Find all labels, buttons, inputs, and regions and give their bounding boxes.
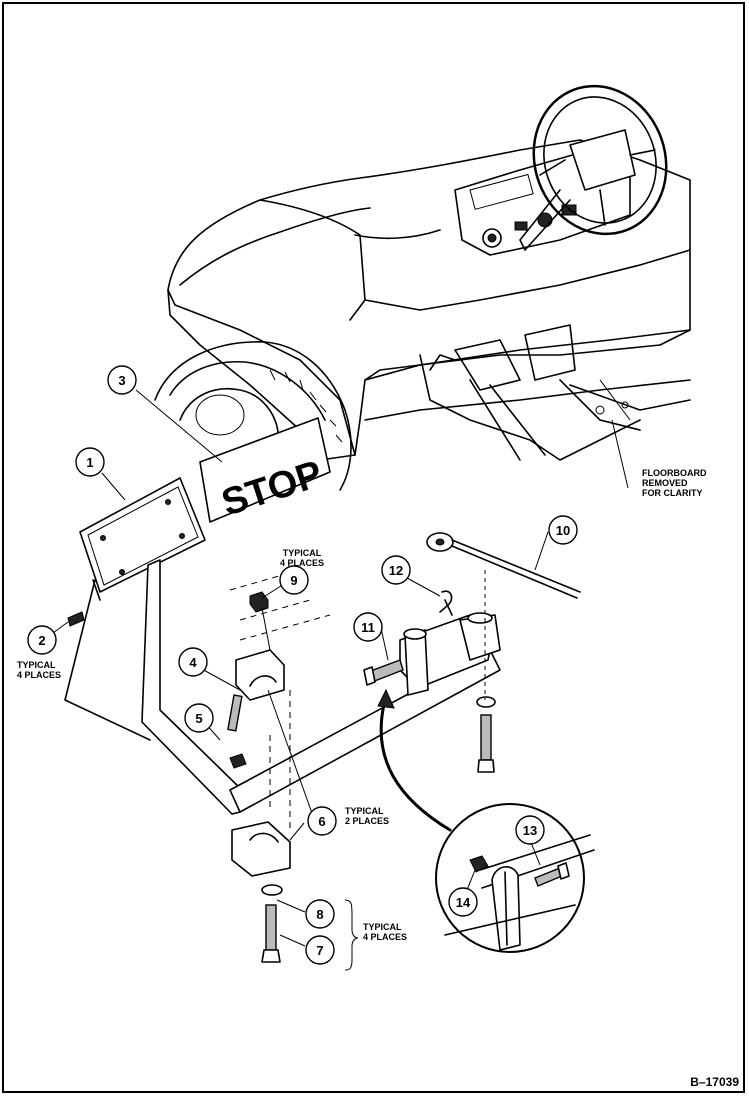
svg-text:9: 9 <box>290 573 297 588</box>
pedal-arm <box>64 559 243 815</box>
svg-text:5: 5 <box>195 711 202 726</box>
callout-7: 7 <box>305 935 335 965</box>
callout-5: 5 <box>184 703 214 733</box>
callout-4: 4 <box>178 647 208 677</box>
svg-text:8: 8 <box>316 907 323 922</box>
front-tire <box>154 341 352 491</box>
callout-6: 6 <box>307 806 337 836</box>
svg-text:12: 12 <box>389 563 403 578</box>
figure-id: B–17039 <box>690 1075 739 1089</box>
callout-12: 12 <box>381 555 411 585</box>
callout-11: 11 <box>353 612 383 642</box>
stop-pad: STOP <box>199 417 331 525</box>
steering-wheel <box>519 84 668 251</box>
svg-text:7: 7 <box>316 943 323 958</box>
callout-9: 9 <box>279 565 309 595</box>
callout-3: 3 <box>107 365 137 395</box>
callout-2: 2 <box>27 625 57 655</box>
svg-text:3: 3 <box>118 373 125 388</box>
nut-icon <box>249 591 269 613</box>
svg-text:13: 13 <box>523 823 537 838</box>
pillow-block-lower <box>231 821 291 877</box>
brace <box>344 899 359 971</box>
svg-text:1: 1 <box>86 455 93 470</box>
svg-text:6: 6 <box>318 814 325 829</box>
callout-14: 14 <box>448 887 478 917</box>
svg-text:11: 11 <box>361 620 375 635</box>
detail-view <box>435 803 595 953</box>
washer-icon <box>261 884 283 896</box>
svg-text:10: 10 <box>556 523 570 538</box>
callout-13: 13 <box>515 815 545 845</box>
svg-text:2: 2 <box>38 633 45 648</box>
fasteners <box>67 532 581 963</box>
callout-8: 8 <box>305 899 335 929</box>
callout-10: 10 <box>548 515 578 545</box>
pedal-pad <box>79 477 206 593</box>
screw-icon <box>67 611 85 627</box>
callout-1: 1 <box>75 447 105 477</box>
floor-frame <box>364 324 691 461</box>
pillow-block-upper <box>235 649 285 701</box>
svg-text:14: 14 <box>456 895 471 910</box>
svg-text:4: 4 <box>189 655 197 670</box>
detail-arrow <box>377 688 452 832</box>
